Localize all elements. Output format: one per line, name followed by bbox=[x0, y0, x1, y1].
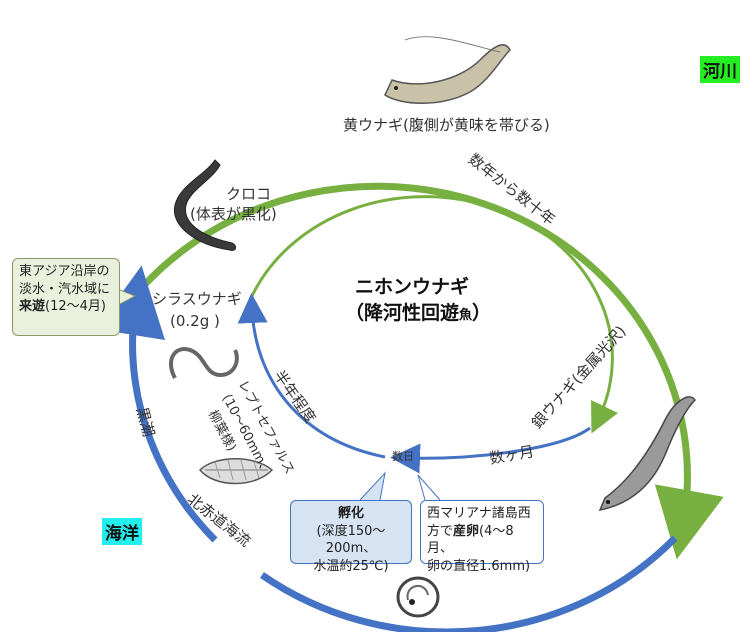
center-title-line1: ニホンウナギ bbox=[355, 276, 470, 298]
inner-green-arc bbox=[250, 195, 619, 434]
kuroko-label: クロコ bbox=[226, 185, 272, 203]
arrival-pointer bbox=[119, 289, 137, 305]
river-tag: 河川 bbox=[700, 56, 740, 83]
silver-eel-icon bbox=[598, 396, 696, 512]
shirasu-sublabel: (0.2g ) bbox=[170, 312, 220, 330]
kuroko-sublabel: (体表が黒化) bbox=[190, 205, 277, 223]
center-title: ニホンウナギ bbox=[355, 272, 469, 299]
shirasu-eel-icon bbox=[169, 347, 239, 379]
egg-icon bbox=[396, 576, 440, 618]
duration-days: 数日 bbox=[392, 450, 414, 463]
inner-blue-arc bbox=[390, 426, 591, 474]
ocean-tag: 海洋 bbox=[102, 518, 142, 545]
yellow-eel-label: 黄ウナギ(腹側が黄味を帯びる) bbox=[343, 116, 550, 134]
hatch-callout: 孵化 (深度150～200m、 水温約25℃) bbox=[290, 500, 412, 574]
leptocephalus-icon bbox=[198, 458, 274, 485]
outer-blue-left-arc bbox=[95, 265, 218, 543]
hatch-pointer bbox=[359, 471, 386, 501]
spawn-callout: 西マリアナ諸島西 方で産卵(4～8月、 卵の直径1.6mm) bbox=[420, 500, 544, 574]
shirasu-label: シラスウナギ bbox=[152, 290, 242, 308]
kuroko-icon bbox=[173, 159, 237, 251]
yellow-eel-icon bbox=[384, 36, 511, 104]
arrival-callout: 東アジア沿岸の 淡水・汽水域に 来遊(12～4月) bbox=[12, 258, 120, 336]
spawn-pointer bbox=[417, 474, 441, 501]
center-subtitle: （降河性回遊魚） bbox=[345, 302, 492, 324]
outer-blue-bottom-arc bbox=[260, 535, 678, 632]
inner-blue-left-arc bbox=[237, 293, 386, 459]
